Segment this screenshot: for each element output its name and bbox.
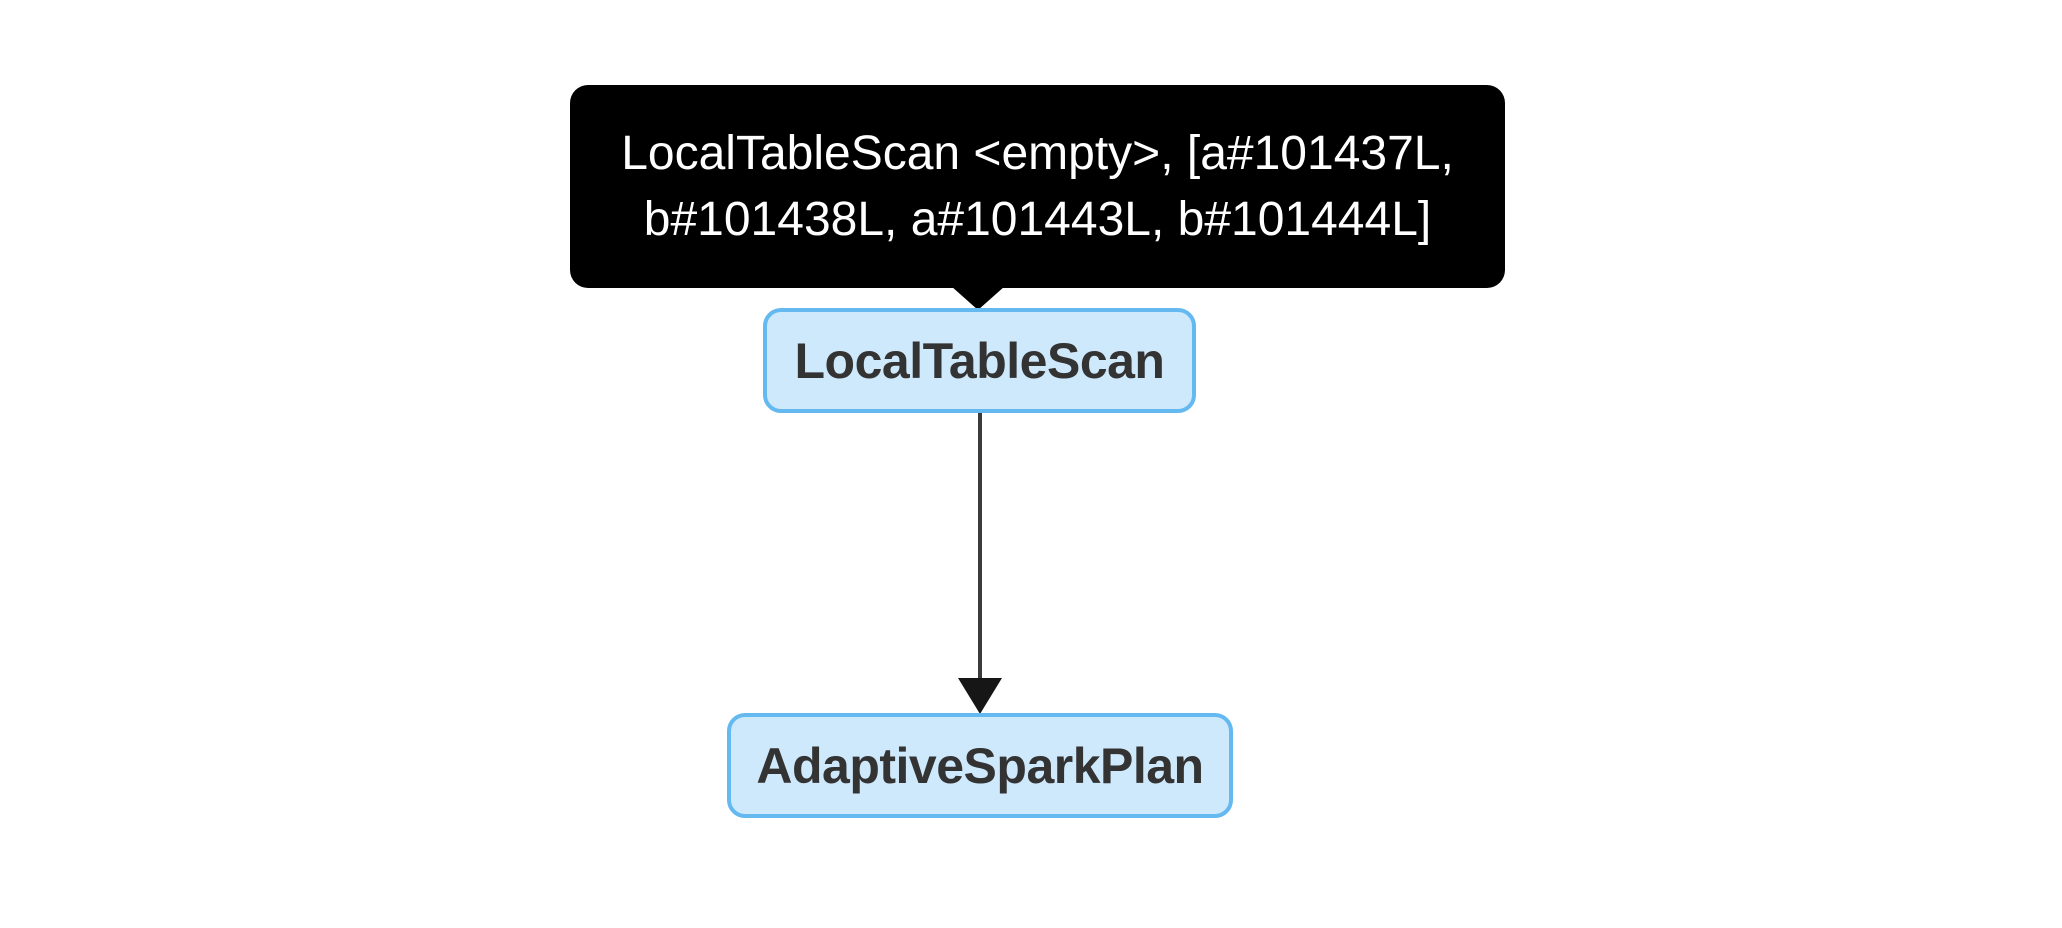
tooltip: LocalTableScan <empty>, [a#101437L, b#10… [570,85,1505,288]
edge-localtablescan-to-adaptivesparkplan [958,413,1002,714]
node-adaptivesparkplan[interactable]: AdaptiveSparkPlan [727,713,1233,818]
node-adaptivesparkplan-label: AdaptiveSparkPlan [756,737,1204,794]
tooltip-line-2: b#101438L, a#101443L, b#101444L] [643,192,1432,246]
tooltip-caret-icon [951,286,1005,310]
node-localtablescan-label: LocalTableScan [794,332,1165,389]
node-localtablescan[interactable]: LocalTableScan [763,308,1196,413]
arrowhead-down-icon [958,678,1002,714]
tooltip-line-1: LocalTableScan <empty>, [a#101437L, [621,126,1454,180]
